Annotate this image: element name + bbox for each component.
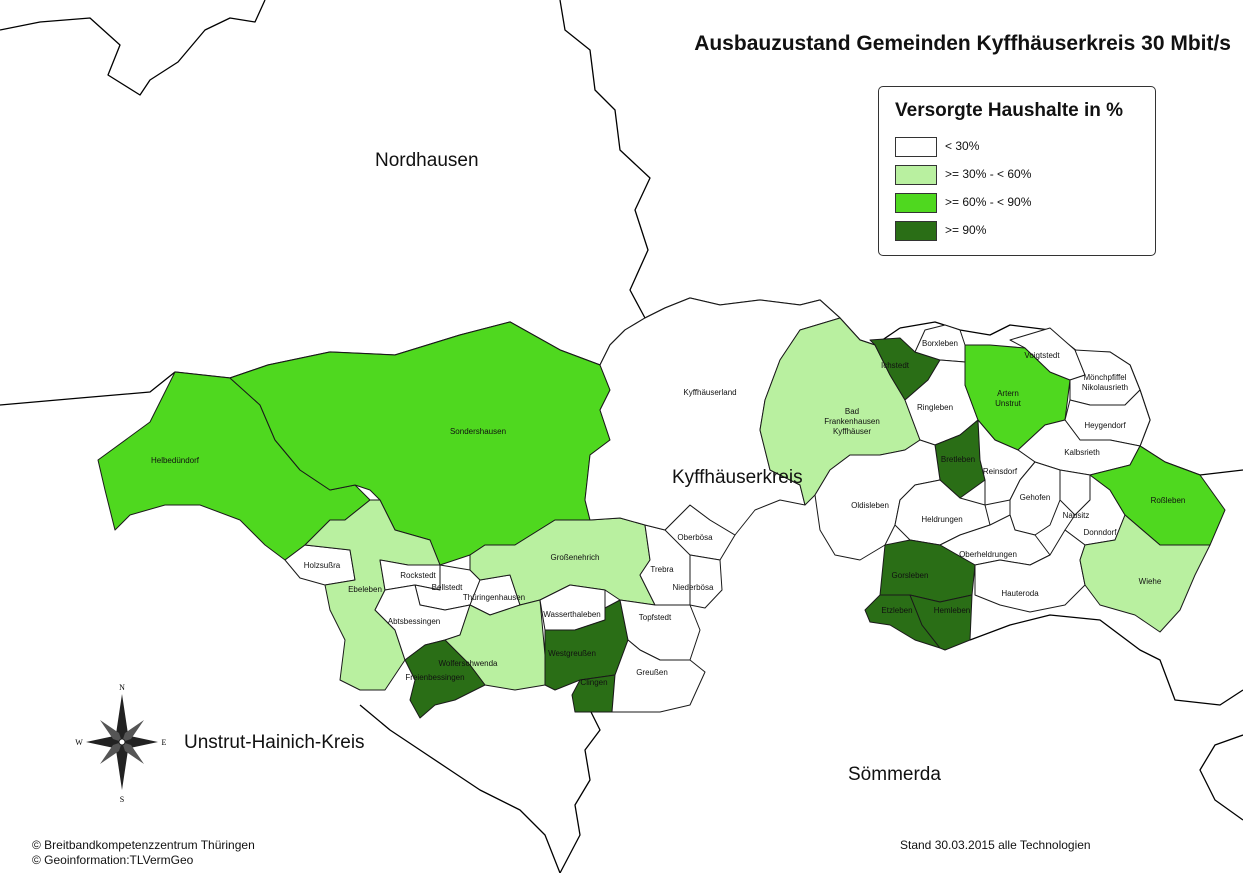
legend-label: >= 30% - < 60%	[945, 167, 1032, 181]
soemmerda-east-border	[969, 614, 1243, 706]
label-donndorf: Donndorf	[1084, 528, 1118, 537]
compass-rose: N S E W	[75, 683, 166, 804]
map-title: Ausbauzustand Gemeinden Kyffhäuserkreis …	[694, 32, 1231, 55]
label-sondershausen: Sondershausen	[450, 427, 506, 436]
muni-hemleben[interactable]	[909, 594, 973, 651]
label-abtsbessingen: Abtsbessingen	[388, 617, 440, 626]
label-ringleben: Ringleben	[917, 403, 953, 412]
muni-rossleben[interactable]	[1089, 445, 1226, 546]
soemmerda-border	[559, 709, 601, 873]
muni-greussen[interactable]	[611, 639, 706, 713]
label-thueringenhausen: Thüringenhausen	[463, 593, 525, 602]
legend-title: Versorgte Haushalte in %	[895, 100, 1124, 121]
label-ichstedt: Ichstedt	[881, 361, 910, 370]
unstrut-hainich-border	[359, 704, 561, 873]
label-oldisleben: Oldisleben	[851, 501, 889, 510]
legend-swatch	[895, 221, 937, 241]
legend-swatch	[895, 165, 937, 185]
compass-n: N	[119, 683, 125, 692]
credits: © Breitbandkompetenzzentrum Thüringen © …	[32, 838, 255, 868]
compass-e: E	[162, 738, 167, 747]
region-soemmerda: Sömmerda	[848, 764, 941, 785]
label-topfstedt: Topfstedt	[639, 613, 672, 622]
label-grossenehrich: Großenehrich	[551, 553, 600, 562]
region-kyffhaeuserkreis: Kyffhäuserkreis	[672, 467, 803, 488]
legend-swatch	[895, 193, 937, 213]
label-holzsussra: Holzsußra	[304, 561, 341, 570]
credit-line-1: © Breitbandkompetenzzentrum Thüringen	[32, 838, 255, 852]
compass-s: S	[120, 795, 124, 804]
label-westgreussen: Westgreußen	[548, 649, 596, 658]
muni-wiehe[interactable]	[1079, 514, 1211, 633]
muni-niederboesa[interactable]	[689, 554, 723, 609]
north-west-border	[0, 0, 266, 96]
south-east-border	[1199, 734, 1243, 821]
label-hemleben: Hemleben	[934, 606, 970, 615]
region-nordhausen: Nordhausen	[375, 150, 479, 171]
nordhausen-east-border	[559, 0, 651, 319]
label-kyffhaeuserland: Kyffhäuserland	[683, 388, 736, 397]
municipalities	[97, 297, 1226, 719]
muni-freienbessingen[interactable]	[404, 639, 486, 719]
label-kalbsrieth: Kalbsrieth	[1064, 448, 1100, 457]
label-trebra: Trebra	[650, 565, 674, 574]
municipality-labels: Helbedündorf Sondershausen Holzsußra Ebe…	[151, 339, 1185, 687]
label-bretleben: Bretleben	[941, 455, 975, 464]
legend: Versorgte Haushalte in % < 30% >= 30% - …	[878, 86, 1156, 256]
label-hauteroda: Hauteroda	[1001, 589, 1039, 598]
label-heygendorf: Heygendorf	[1084, 421, 1126, 430]
legend-swatch	[895, 137, 937, 157]
credit-line-2: © Geoinformation:TLVermGeo	[32, 853, 194, 867]
label-wiehe: Wiehe	[1139, 577, 1162, 586]
label-rockstedt: Rockstedt	[400, 571, 436, 580]
legend-label: < 30%	[945, 139, 980, 153]
muni-clingen[interactable]	[571, 674, 616, 713]
label-ebeleben: Ebeleben	[348, 585, 382, 594]
label-wolferschwenda: Wolferschwenda	[439, 659, 499, 668]
label-etzleben: Etzleben	[881, 606, 912, 615]
legend-label: >= 60% - < 90%	[945, 195, 1032, 209]
label-voigtstedt: Voigtstedt	[1024, 351, 1060, 360]
data-status: Stand 30.03.2015 alle Technologien	[900, 838, 1091, 852]
label-gehofen: Gehofen	[1020, 493, 1051, 502]
label-nausitz: Nausitz	[1063, 511, 1090, 520]
label-heldrungen: Heldrungen	[921, 515, 962, 524]
label-oberboesa: Oberbösa	[677, 533, 713, 542]
label-borxleben: Borxleben	[922, 339, 958, 348]
label-oberheldrungen: Oberheldrungen	[959, 550, 1017, 559]
label-gorsleben: Gorsleben	[892, 571, 929, 580]
label-clingen: Clingen	[580, 678, 607, 687]
compass-w: W	[75, 738, 83, 747]
label-freienbessingen: Freienbessingen	[405, 673, 464, 682]
label-reinsdorf: Reinsdorf	[983, 467, 1018, 476]
label-greussen: Greußen	[636, 668, 668, 677]
label-helbeduendorf: Helbedündorf	[151, 456, 200, 465]
label-niederboesa: Niederbösa	[673, 583, 714, 592]
label-wasserthaleben: Wasserthaleben	[543, 610, 601, 619]
region-unstrut-hainich: Unstrut-Hainich-Kreis	[184, 732, 365, 753]
legend-label: >= 90%	[945, 223, 987, 237]
label-bellstedt: Bellstedt	[432, 583, 463, 592]
label-rossleben: Roßleben	[1151, 496, 1186, 505]
